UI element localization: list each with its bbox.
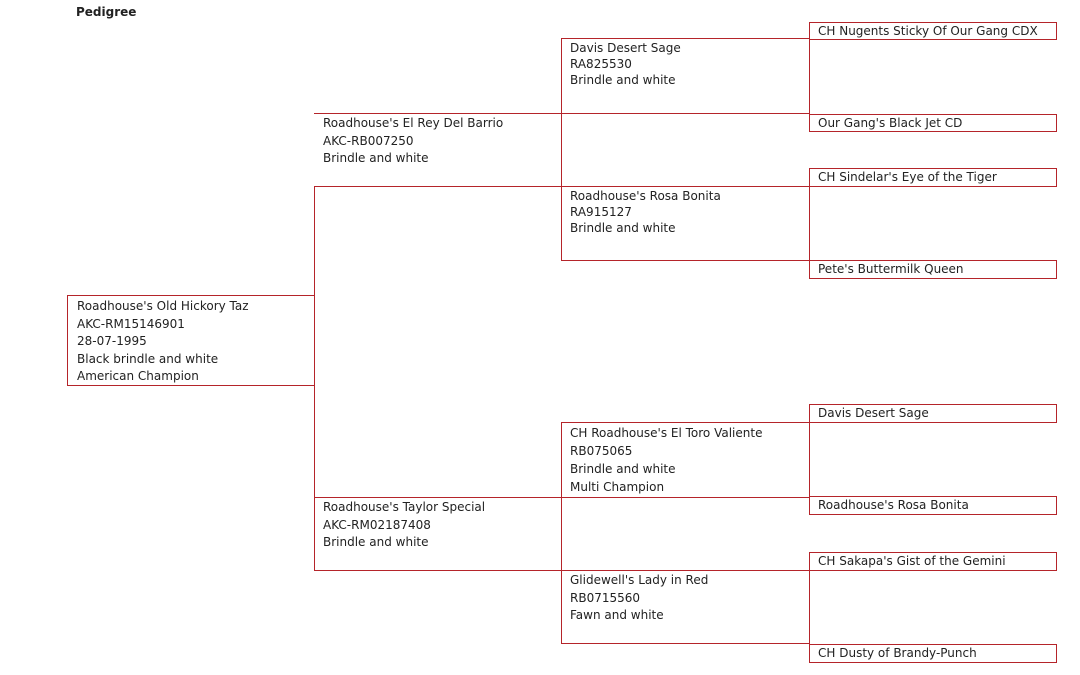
connector-g3-3 xyxy=(809,404,810,515)
sire-sire-name: Davis Desert Sage xyxy=(570,41,681,55)
g4-name-8: CH Dusty of Brandy-Punch xyxy=(818,646,977,660)
dam-sire-reg: RB075065 xyxy=(570,444,633,458)
sire-sire-color: Brindle and white xyxy=(570,73,676,87)
g4-box-2: Our Gang's Black Jet CD xyxy=(809,114,1057,132)
dam-reg: AKC-RM02187408 xyxy=(323,517,431,532)
sire-name: Roadhouse's El Rey Del Barrio xyxy=(323,116,504,130)
dam-dam-name: Glidewell's Lady in Red xyxy=(570,573,709,587)
g4-box-1: CH Nugents Sticky Of Our Gang CDX xyxy=(809,22,1057,40)
subject-dob: 28-07-1995 xyxy=(77,334,147,348)
g4-name-6: Roadhouse's Rosa Bonita xyxy=(818,498,969,512)
dam-sire-box: CH Roadhouse's El Toro Valiente RB075065… xyxy=(561,422,810,498)
connector-gen1 xyxy=(314,186,315,570)
dam-dam-reg: RB0715560 xyxy=(570,590,641,605)
connector-dam-side xyxy=(561,422,562,644)
g4-name-7: CH Sakapa's Gist of the Gemini xyxy=(818,554,1006,568)
g4-name-1: CH Nugents Sticky Of Our Gang CDX xyxy=(818,24,1038,38)
g4-name-2: Our Gang's Black Jet CD xyxy=(818,116,963,130)
g4-box-6: Roadhouse's Rosa Bonita xyxy=(809,496,1057,515)
g4-name-5: Davis Desert Sage xyxy=(818,406,929,420)
dam-sire-color: Brindle and white xyxy=(570,462,676,476)
sire-box: Roadhouse's El Rey Del Barrio AKC-RB0072… xyxy=(314,113,562,187)
pedigree-title: Pedigree xyxy=(76,5,137,19)
subject-box: Roadhouse's Old Hickory Taz AKC-RM151469… xyxy=(67,295,315,386)
subject-reg: AKC-RM15146901 xyxy=(77,316,185,331)
g4-box-5: Davis Desert Sage xyxy=(809,404,1057,423)
g4-box-4: Pete's Buttermilk Queen xyxy=(809,260,1057,279)
sire-dam-name: Roadhouse's Rosa Bonita xyxy=(570,189,721,203)
g4-box-7: CH Sakapa's Gist of the Gemini xyxy=(809,552,1057,571)
g4-box-3: CH Sindelar's Eye of the Tiger xyxy=(809,168,1057,187)
sire-sire-box: Davis Desert Sage RA825530 Brindle and w… xyxy=(561,38,810,114)
connector-g3-1 xyxy=(809,22,810,132)
dam-dam-box: Glidewell's Lady in Red RB0715560 Fawn a… xyxy=(561,570,810,644)
dam-color: Brindle and white xyxy=(323,535,429,549)
sire-reg: AKC-RB007250 xyxy=(323,133,414,148)
g4-name-3: CH Sindelar's Eye of the Tiger xyxy=(818,170,997,184)
sire-sire-reg: RA825530 xyxy=(570,57,632,71)
dam-sire-title: Multi Champion xyxy=(570,480,665,494)
connector-sire-side xyxy=(561,38,562,261)
connector-g3-4 xyxy=(809,552,810,663)
dam-dam-color: Fawn and white xyxy=(570,608,664,622)
g4-name-4: Pete's Buttermilk Queen xyxy=(818,262,964,276)
subject-title: American Champion xyxy=(77,369,199,383)
subject-name: Roadhouse's Old Hickory Taz xyxy=(77,299,249,313)
sire-dam-reg: RA915127 xyxy=(570,205,632,219)
sire-dam-color: Brindle and white xyxy=(570,221,676,235)
dam-sire-name: CH Roadhouse's El Toro Valiente xyxy=(570,426,763,440)
sire-color: Brindle and white xyxy=(323,151,429,165)
dam-name: Roadhouse's Taylor Special xyxy=(323,500,486,514)
subject-color: Black brindle and white xyxy=(77,351,219,366)
dam-box: Roadhouse's Taylor Special AKC-RM0218740… xyxy=(314,497,562,571)
connector-g3-2 xyxy=(809,168,810,279)
g4-box-8: CH Dusty of Brandy-Punch xyxy=(809,644,1057,663)
sire-dam-box: Roadhouse's Rosa Bonita RA915127 Brindle… xyxy=(561,186,810,261)
